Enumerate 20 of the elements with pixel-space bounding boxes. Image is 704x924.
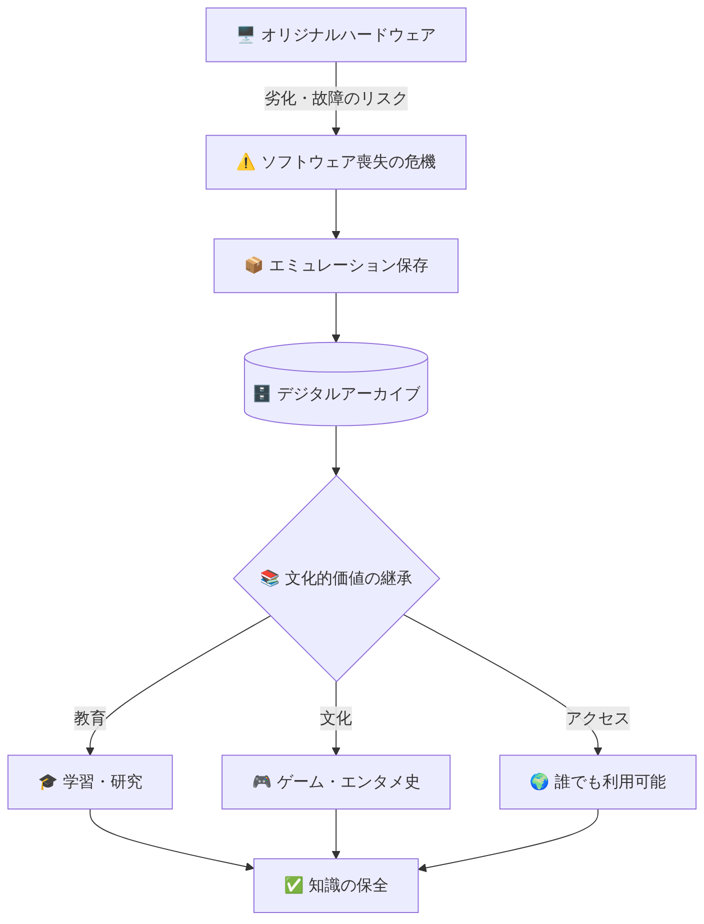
arrow xyxy=(332,188,340,240)
edge-label: アクセス xyxy=(566,706,630,730)
storage-cylinder: 🗄 デジタルアーカイブ xyxy=(244,342,428,426)
edge-label: 文化 xyxy=(320,706,352,730)
edge-label: 劣化・故障のリスク xyxy=(264,86,408,110)
process-box: 🖥 オリジナルハードウェア xyxy=(206,7,467,62)
process-box: ⚠ ソフトウェア喪失の危機 xyxy=(206,134,467,190)
decision-diamond: 📚 文化的価値の継承 xyxy=(232,474,440,682)
process-box: ✅ 知識の保全 xyxy=(253,858,419,913)
process-box: 📦 エミュレーション保存 xyxy=(214,238,459,294)
arrow xyxy=(418,808,598,872)
arrow xyxy=(332,808,340,860)
arrow xyxy=(90,808,254,871)
process-box: 🎮 ゲーム・エンタメ史 xyxy=(222,754,451,810)
arrow xyxy=(332,425,340,476)
edge-label: 教育 xyxy=(74,706,106,730)
process-box: 🎓 学習・研究 xyxy=(7,754,173,810)
process-box: 🌍 誰でも利用可能 xyxy=(499,754,697,810)
arrow xyxy=(86,615,271,756)
arrow xyxy=(332,292,340,343)
